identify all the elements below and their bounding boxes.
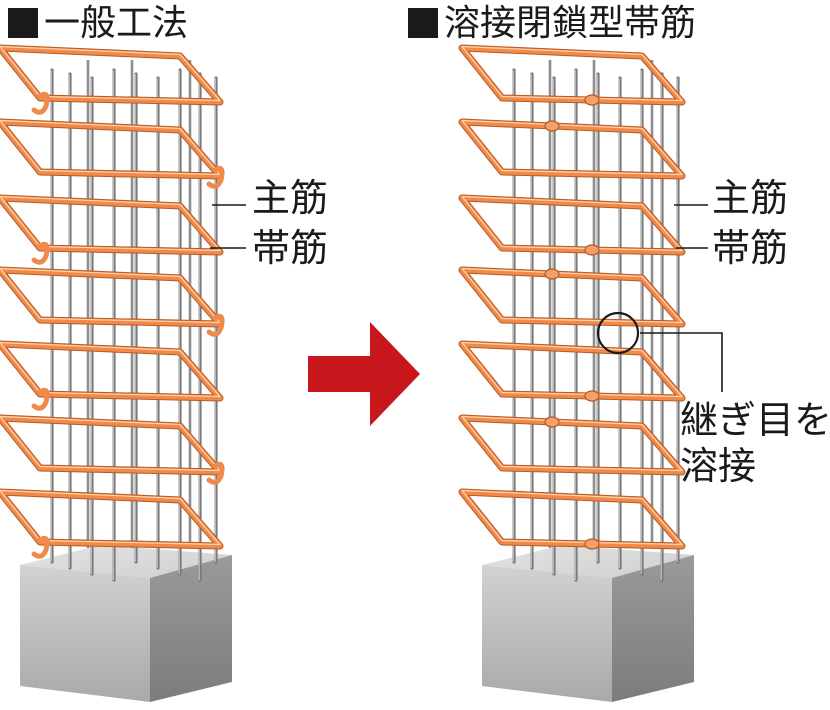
hoop-ring xyxy=(0,266,225,337)
square-bullet-icon xyxy=(408,8,438,38)
hoops xyxy=(458,44,686,550)
hoop-hook xyxy=(31,91,50,115)
right-column xyxy=(458,44,694,702)
hoop-ring xyxy=(458,266,686,328)
square-bullet-icon xyxy=(8,8,38,38)
leader-lines xyxy=(210,204,723,392)
weld-bead xyxy=(584,538,600,550)
left-title-text: 一般工法 xyxy=(44,3,189,44)
hoop-ring xyxy=(0,118,225,189)
hoop-hook xyxy=(206,165,225,189)
hoop-ring xyxy=(458,44,686,106)
hoop-ring xyxy=(458,488,686,550)
weld-note-line1: 継ぎ目を xyxy=(680,398,830,442)
right-title-text: 溶接閉鎖型帯筋 xyxy=(444,3,697,44)
hoop-ring xyxy=(458,414,686,476)
right-title: 溶接閉鎖型帯筋 xyxy=(408,2,696,46)
right-hoop-label: 帯筋 xyxy=(712,226,789,270)
hoop-ring xyxy=(0,194,224,265)
right-arrow-icon xyxy=(308,322,420,426)
left-title: 一般工法 xyxy=(8,2,188,46)
weld-bead xyxy=(544,268,560,280)
right-main-bar-label: 主筋 xyxy=(712,176,789,220)
hoop-ring xyxy=(0,488,224,559)
left-column xyxy=(0,44,232,702)
hoop-ring xyxy=(458,194,686,256)
hoops xyxy=(0,44,225,559)
hoop-hook xyxy=(31,535,50,559)
hoop-ring xyxy=(0,414,225,485)
weld-bead xyxy=(584,94,600,106)
hoop-ring xyxy=(0,44,224,115)
weld-leader xyxy=(640,332,723,392)
hoop-ring xyxy=(458,340,686,402)
left-main-bar-label: 主筋 xyxy=(252,176,329,220)
weld-highlight-circle xyxy=(596,311,640,355)
hoop-hook xyxy=(206,313,225,337)
weld-bead xyxy=(584,390,600,402)
left-hoop-label: 帯筋 xyxy=(252,226,329,270)
hoop-hook xyxy=(31,241,50,265)
hoop-ring xyxy=(458,118,686,180)
hoop-hook xyxy=(206,461,225,485)
weld-note-line2: 溶接 xyxy=(680,444,757,488)
weld-bead xyxy=(584,244,600,256)
weld-bead xyxy=(544,416,560,428)
hoop-ring xyxy=(0,340,224,411)
hoop-hook xyxy=(31,387,50,411)
weld-bead xyxy=(544,120,560,132)
